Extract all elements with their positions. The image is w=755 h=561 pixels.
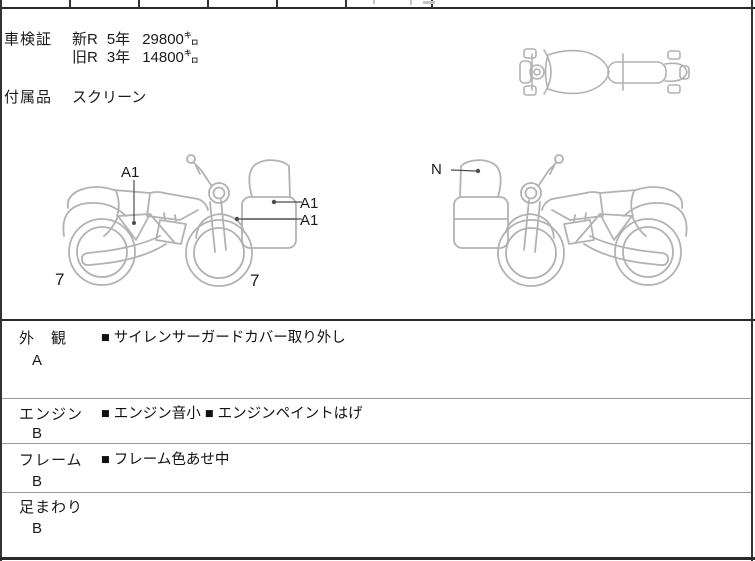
condition-table-top-border xyxy=(0,319,755,321)
condition-grade: A xyxy=(32,352,43,369)
motorcycle-top-view-drawing xyxy=(519,48,690,96)
condition-grade: B xyxy=(32,520,43,537)
inspection-label: 車検証 xyxy=(4,31,53,48)
pointer-line-n xyxy=(450,169,477,172)
inspection-year: 3年 xyxy=(106,49,131,66)
front-wheel-top xyxy=(519,60,532,84)
inspection-odometer: 14800㌔ xyxy=(142,49,199,66)
pointer-dot xyxy=(234,216,240,222)
damage-label-a1-side2: A1 xyxy=(300,212,319,229)
tail-top xyxy=(664,62,688,83)
damage-label-seven-right: 7 xyxy=(250,271,260,290)
pointer-dot xyxy=(271,199,277,205)
cropped-text-remnant xyxy=(373,0,375,4)
rear-peg-left xyxy=(667,50,681,60)
rear-wheel-top xyxy=(679,65,690,80)
condition-category: 足まわり xyxy=(19,499,84,516)
condition-grade: B xyxy=(32,473,43,490)
inspection-line-new: 新R 5年 29800㌔ xyxy=(72,31,199,48)
headlight xyxy=(529,64,545,80)
sheet-left-border xyxy=(0,0,2,561)
rear-peg-right xyxy=(667,84,681,94)
motorcycle-side-drawing-right xyxy=(450,154,688,287)
damage-label-n: N xyxy=(431,161,442,178)
cropped-text-remnant xyxy=(423,1,435,4)
fuel-tank-top xyxy=(544,49,610,95)
column-divider xyxy=(207,0,209,8)
cropped-text-remnant xyxy=(410,0,412,5)
inspection-year: 5年 xyxy=(106,31,131,48)
inspection-reg: 新R xyxy=(72,31,98,48)
column-divider xyxy=(345,0,347,8)
condition-category: 外 観 xyxy=(19,330,68,347)
accessories-label: 付属品 xyxy=(4,89,53,106)
condition-row: エンジン B ■ エンジン音小 ■ エンジンペイントはげ xyxy=(2,399,751,443)
pointer-dot xyxy=(475,168,481,174)
inspection-odometer: 29800㌔ xyxy=(142,31,199,48)
mirror-left xyxy=(523,48,537,59)
condition-row: フレーム B ■ フレーム色あせ中 xyxy=(2,444,751,492)
condition-category: フレーム xyxy=(19,452,83,469)
row-divider xyxy=(2,443,751,444)
column-divider xyxy=(69,0,71,8)
inspection-line-old: 旧R 3年 14800㌔ xyxy=(72,49,199,66)
condition-notes: ■ サイレンサーガードカバー取り外し xyxy=(101,330,346,346)
condition-row: 足まわり B xyxy=(2,493,751,557)
top-table-bottom-border xyxy=(0,7,755,9)
row-divider xyxy=(2,398,751,399)
accessories-value: スクリーン xyxy=(72,89,147,106)
column-divider xyxy=(431,0,433,8)
seat-top xyxy=(607,61,667,84)
motorcycle-side-drawing-left xyxy=(62,154,302,287)
condition-notes: ■ エンジン音小 ■ エンジンペイントはげ xyxy=(101,406,363,422)
column-divider xyxy=(138,0,140,8)
sheet-right-border xyxy=(751,0,753,561)
headlight-inner xyxy=(533,68,541,76)
column-divider xyxy=(276,0,278,8)
inspection-reg: 旧R xyxy=(72,49,98,66)
condition-row: 外 観 A ■ サイレンサーガードカバー取り外し xyxy=(2,321,751,398)
row-divider xyxy=(2,492,751,493)
windscreen-arc xyxy=(543,49,552,95)
damage-label-a1-top: A1 xyxy=(121,164,140,181)
damage-label-a1-side1: A1 xyxy=(300,195,319,212)
condition-category: エンジン xyxy=(19,406,84,423)
damage-label-seven-left: 7 xyxy=(55,270,65,289)
condition-grade: B xyxy=(32,425,43,442)
pointer-dot xyxy=(132,221,136,225)
condition-notes: ■ フレーム色あせ中 xyxy=(101,452,230,468)
mirror-right xyxy=(523,85,537,96)
sheet-bottom-border xyxy=(0,557,755,560)
